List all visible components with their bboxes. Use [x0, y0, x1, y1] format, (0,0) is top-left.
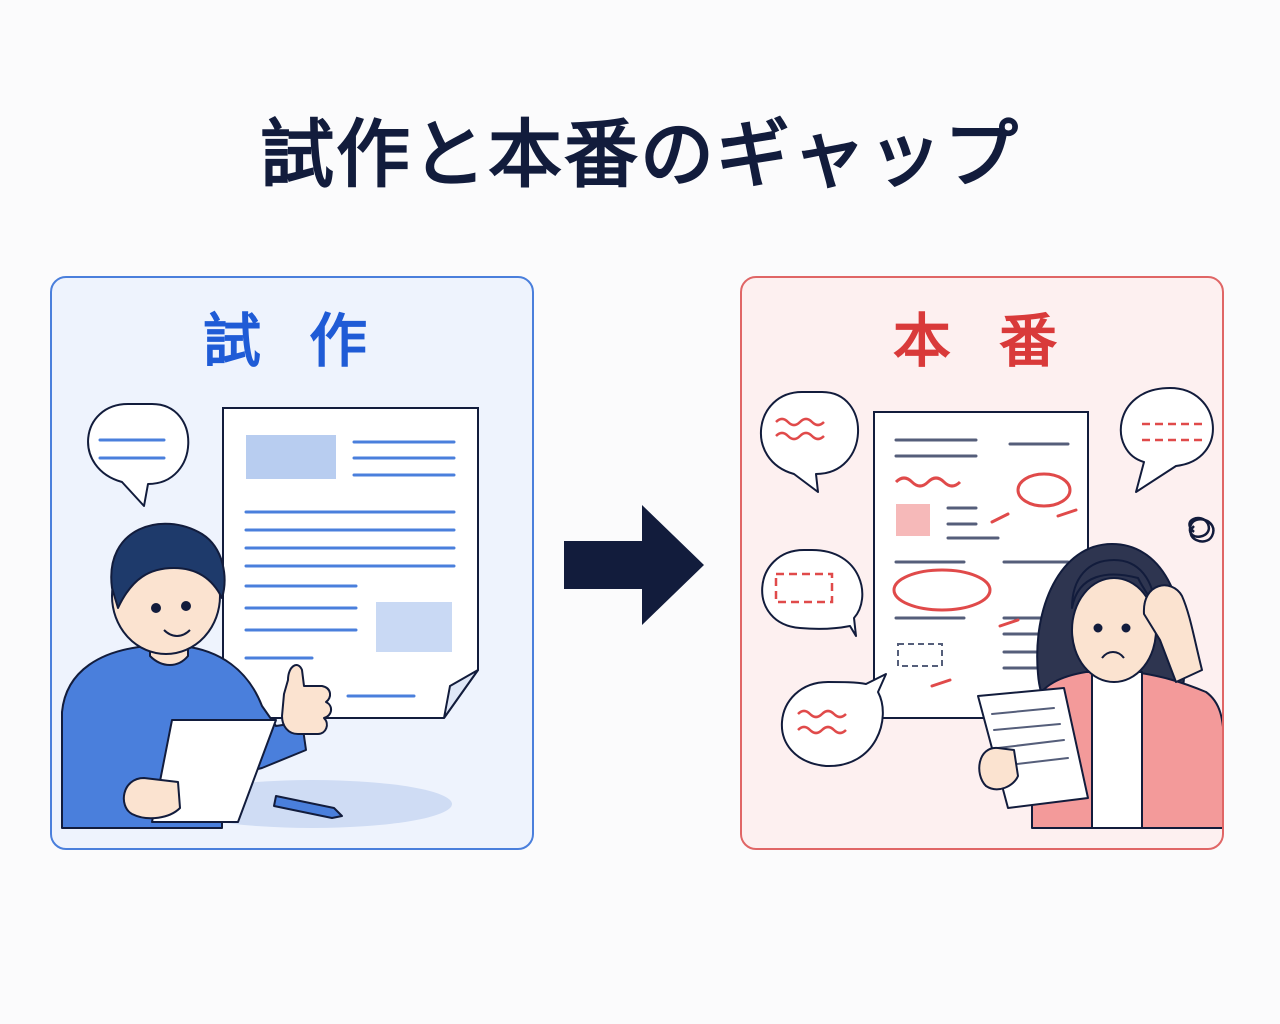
- speech-bubble-icon: [761, 549, 864, 637]
- document-icon: [222, 407, 479, 719]
- production-panel: 本 番: [740, 276, 1224, 850]
- speech-bubble-icon: [759, 391, 859, 493]
- prototype-illustration: [61, 403, 479, 829]
- production-illustration: [759, 387, 1222, 829]
- confusion-icon: [1188, 516, 1215, 543]
- page-title: 試作と本番のギャップ: [260, 112, 1020, 198]
- worried-person-icon: [977, 543, 1222, 829]
- prototype-panel: 試 作: [50, 276, 534, 850]
- production-panel-title: 本 番: [892, 307, 1072, 375]
- person-thumbs-up-icon: [61, 522, 343, 829]
- arrow-right-icon: [564, 505, 704, 625]
- speech-bubble-icon: [780, 673, 887, 768]
- prototype-panel-title: 試 作: [202, 307, 382, 375]
- speech-bubble-icon: [87, 403, 190, 507]
- speech-bubble-icon: [1120, 387, 1214, 493]
